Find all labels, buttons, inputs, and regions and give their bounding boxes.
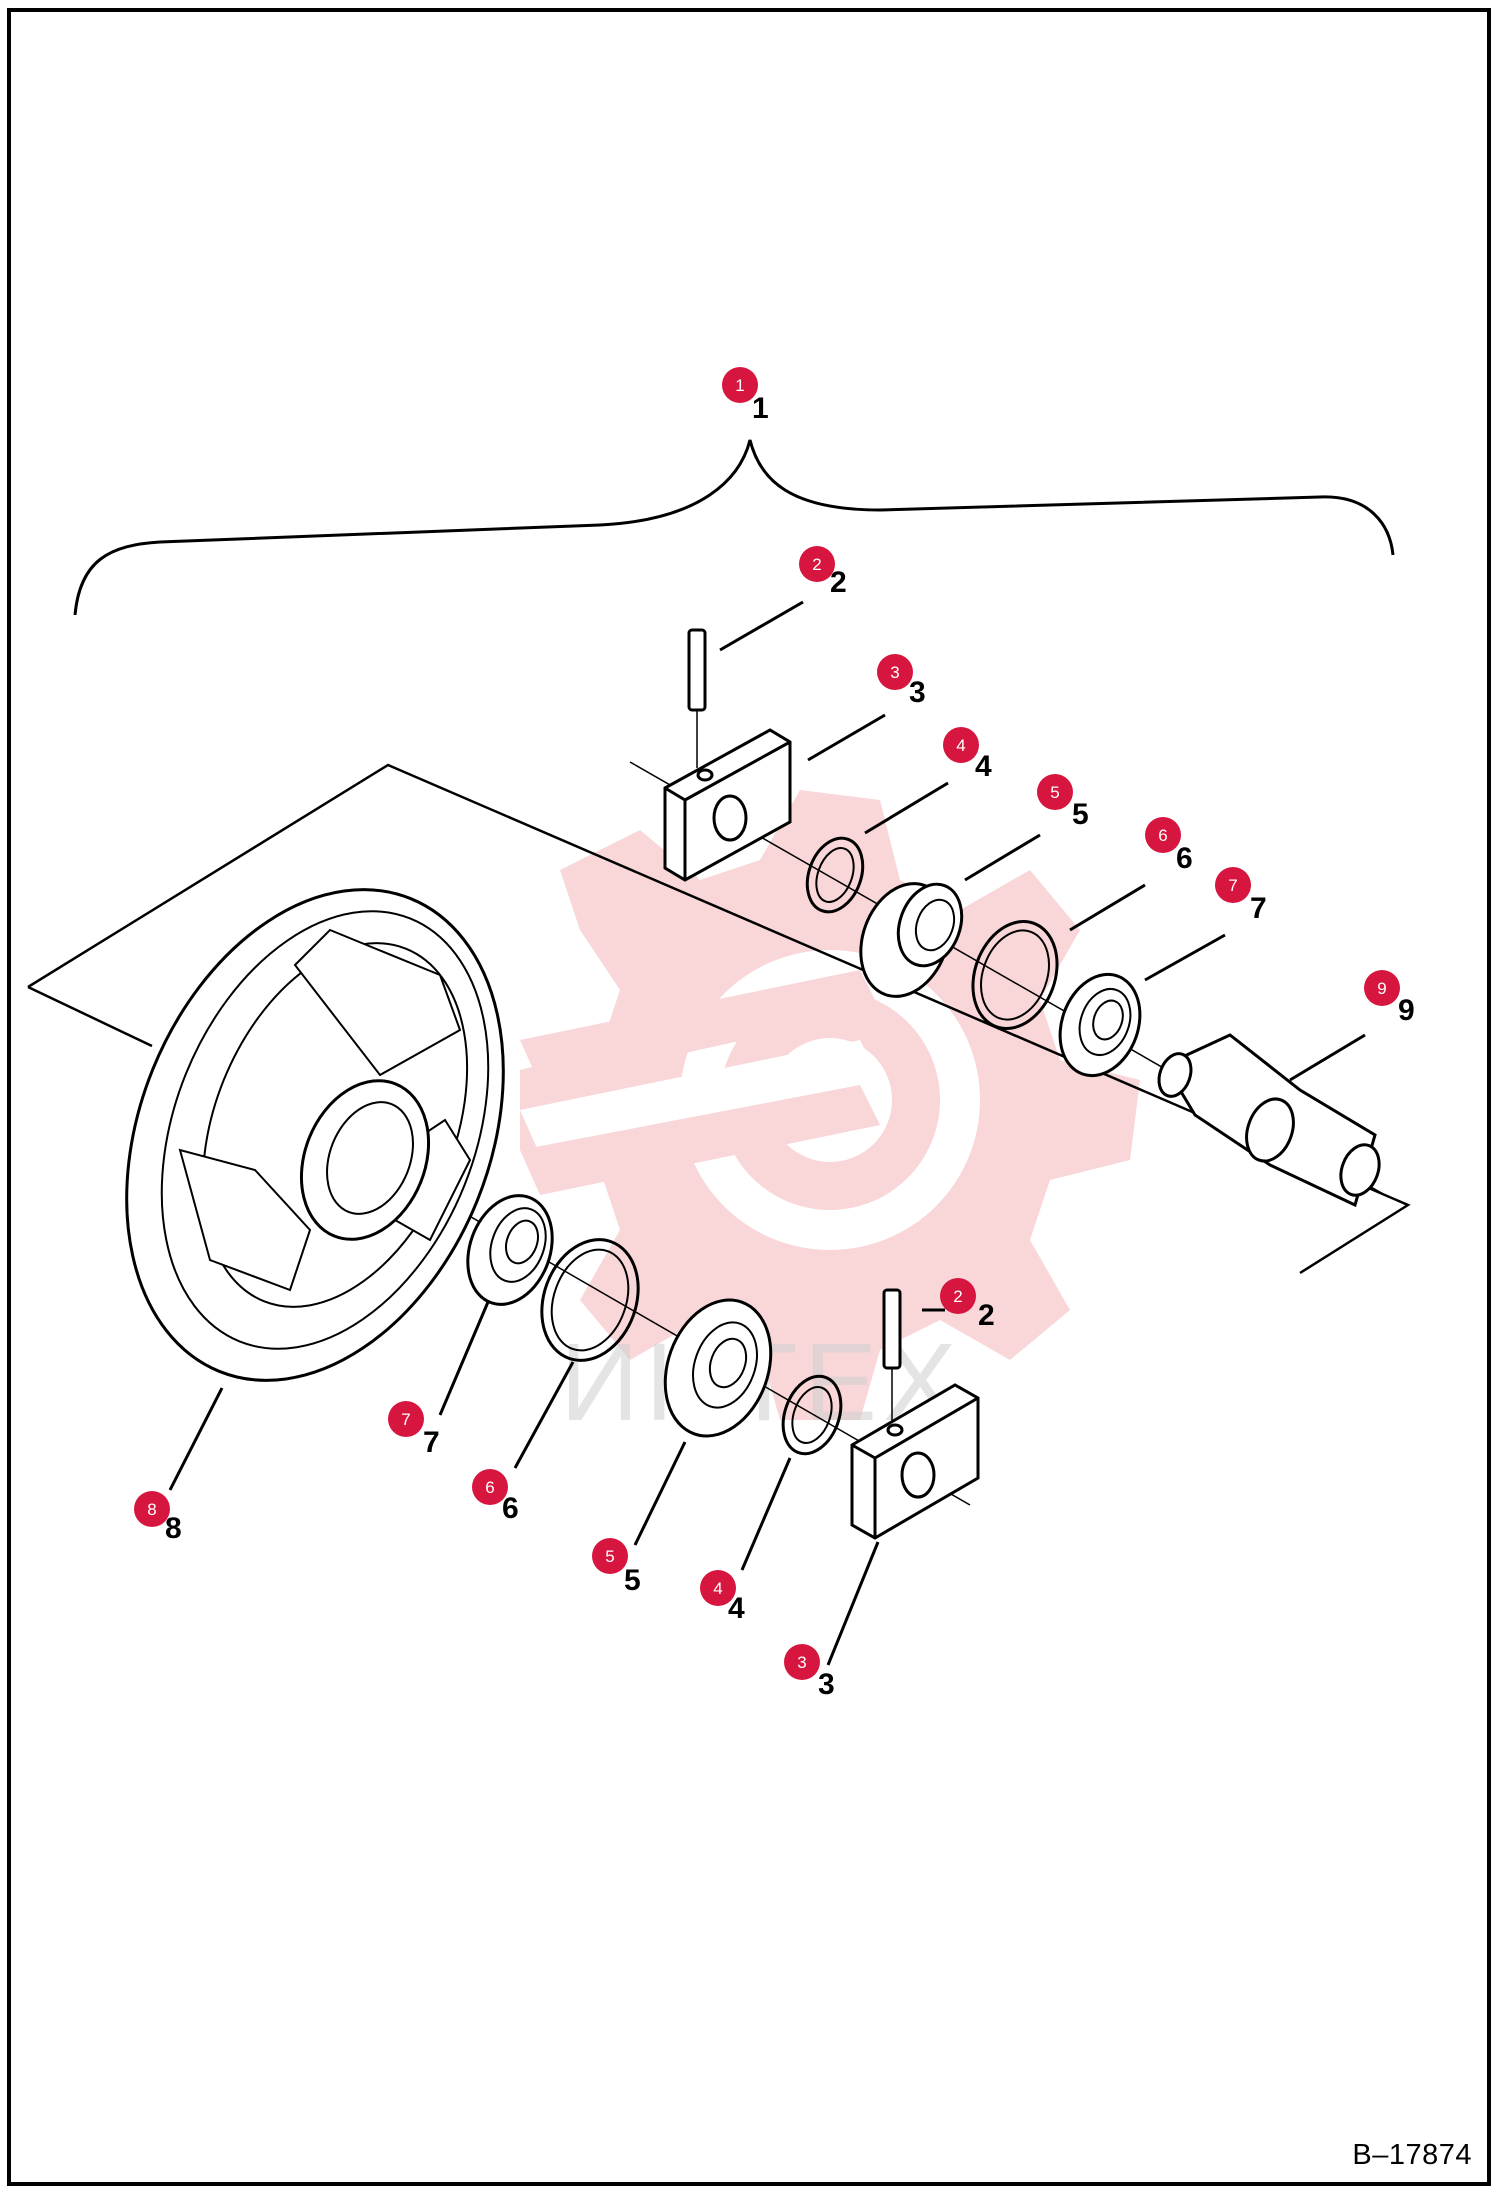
callout-marker[interactable]: 4 (943, 727, 979, 763)
callout-marker[interactable]: 6 (472, 1469, 508, 1505)
callout-circle (784, 1644, 820, 1680)
pin-upper (687, 628, 707, 768)
callout-marker[interactable]: 9 (1364, 970, 1400, 1006)
part-number-label: 7 (423, 1426, 440, 1459)
callout-number: 5 (1050, 783, 1059, 802)
part-number-label: 3 (909, 676, 926, 709)
bearing-upper (1058, 972, 1142, 1078)
part-number-label: 2 (830, 566, 847, 599)
callout-circle (388, 1401, 424, 1437)
callout-number: 7 (401, 1410, 410, 1429)
callout-marker[interactable]: 1 (722, 367, 758, 403)
part-number-label: 5 (624, 1564, 641, 1597)
callout-marker[interactable]: 5 (592, 1538, 628, 1574)
callout-marker[interactable]: 3 (784, 1644, 820, 1680)
shaft (1157, 1033, 1381, 1208)
part-number-label: 7 (1250, 892, 1267, 925)
callout-number: 6 (1158, 826, 1167, 845)
part-number-label: 5 (1072, 798, 1089, 831)
callout-circle (722, 367, 758, 403)
callout-number: 4 (956, 736, 965, 755)
callout-marker[interactable]: 4 (700, 1570, 736, 1606)
callout-number: 3 (797, 1653, 806, 1672)
collar-lower (663, 1298, 773, 1438)
collar-upper (859, 882, 964, 998)
callout-circle (1145, 817, 1181, 853)
assembly-brace (73, 439, 1395, 616)
diagram-frame (7, 8, 1491, 2186)
idler-wheel (125, 888, 505, 1382)
callout-number: 5 (605, 1547, 614, 1566)
figure-code: B–17874 (1352, 2139, 1472, 2171)
callout-circle (134, 1491, 170, 1527)
snap-ring-upper (805, 836, 865, 914)
callout-circle (799, 546, 835, 582)
part-number-label: 1 (752, 392, 769, 425)
callout-marker[interactable]: 5 (1037, 774, 1073, 810)
callout-marker[interactable]: 8 (134, 1491, 170, 1527)
part-number-label: 9 (1398, 994, 1415, 1027)
callout-marker[interactable]: 6 (1145, 817, 1181, 853)
callout-marker[interactable]: 2 (799, 546, 835, 582)
callout-marker[interactable]: 3 (877, 654, 913, 690)
callout-circle (943, 727, 979, 763)
block-upper (663, 728, 792, 882)
block-lower (850, 1383, 980, 1540)
callout-number: 6 (485, 1478, 494, 1497)
callout-marker[interactable]: 7 (388, 1401, 424, 1437)
part-number-labels: 1 2 3 4 5 6 7 9 8 7 6 5 4 3 2 (165, 392, 1415, 1701)
pin-lower (882, 1288, 902, 1425)
callout-number: 8 (147, 1500, 156, 1519)
callout-number: 2 (812, 555, 821, 574)
snap-ring-lower (781, 1374, 843, 1456)
callout-circle (1215, 867, 1251, 903)
callout-number: 9 (1377, 979, 1386, 998)
plane-edge (27, 985, 153, 1048)
part-callouts: 1 2 3 4 5 6 7 9 8 7 6 5 4 3 2 (134, 367, 1400, 1680)
part-number-label: 8 (165, 1512, 182, 1545)
callout-marker[interactable]: 7 (1215, 867, 1251, 903)
callout-circle (1037, 774, 1073, 810)
callout-circle (472, 1469, 508, 1505)
part-number-label: 6 (1176, 842, 1193, 875)
callout-circle (700, 1570, 736, 1606)
bearing-lower (466, 1194, 554, 1306)
part-number-label: 3 (818, 1668, 835, 1701)
part-number-label: 4 (728, 1592, 745, 1625)
leader-lines (168, 600, 1366, 1666)
callout-marker[interactable]: 2 (940, 1278, 976, 1314)
callout-number: 7 (1228, 876, 1237, 895)
callout-number: 1 (735, 376, 744, 395)
part-number-label: 4 (975, 750, 992, 783)
callout-number: 3 (890, 663, 899, 682)
part-number-label: 2 (978, 1299, 995, 1332)
callout-number: 4 (713, 1579, 722, 1598)
ring-6-lower (540, 1238, 640, 1362)
callout-circle (940, 1278, 976, 1314)
callout-circle (877, 654, 913, 690)
callout-number: 2 (953, 1287, 962, 1306)
callout-circle (1364, 970, 1400, 1006)
callout-circle (592, 1538, 628, 1574)
part-number-label: 6 (502, 1492, 519, 1525)
ring-6-upper (971, 920, 1059, 1030)
